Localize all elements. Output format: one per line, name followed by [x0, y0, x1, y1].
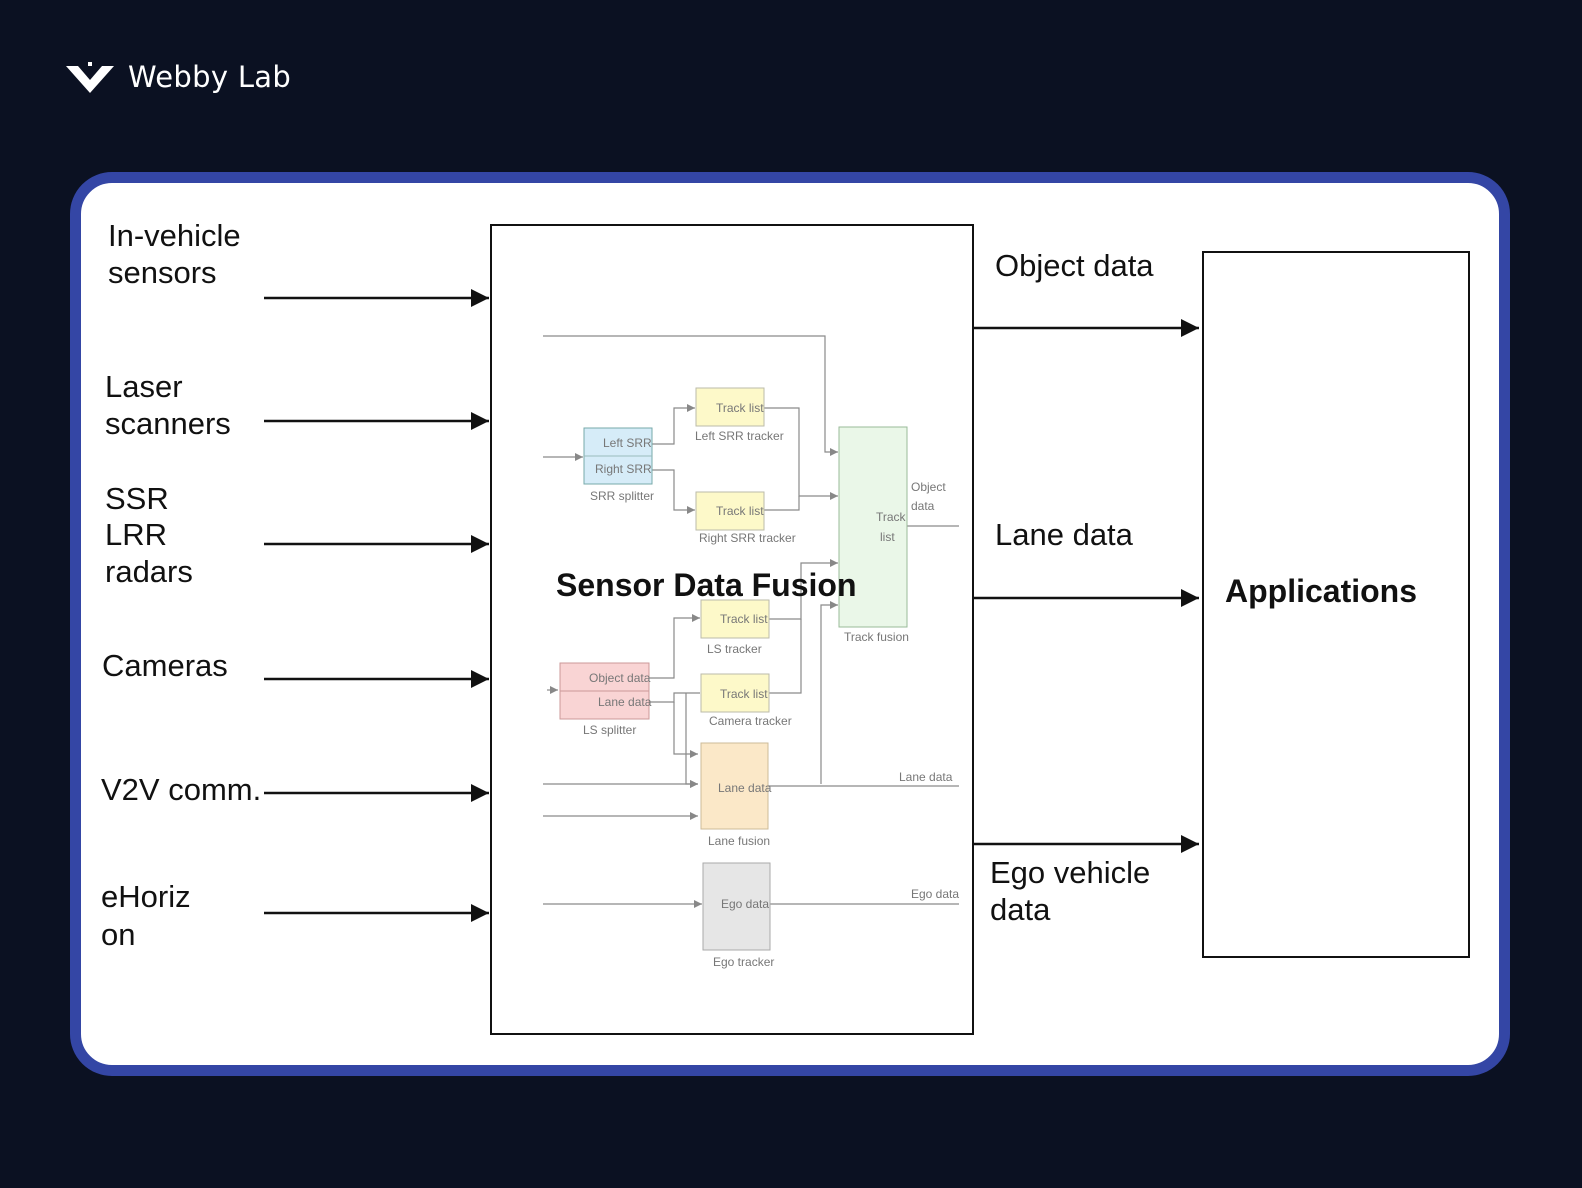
svg-text:Left SRR: Left SRR [603, 436, 652, 450]
svg-text:Right SRR tracker: Right SRR tracker [699, 531, 796, 545]
svg-text:Track list: Track list [720, 612, 768, 626]
output-arrows [974, 319, 1199, 853]
svg-text:LRR: LRR [105, 517, 167, 552]
input-label-laser-scanners: Laser scanners [105, 369, 231, 441]
svg-text:data: data [911, 499, 935, 513]
svg-text:SRR splitter: SRR splitter [590, 489, 654, 503]
svg-text:Lane data: Lane data [995, 517, 1134, 552]
svg-text:Lane data: Lane data [598, 695, 652, 709]
svg-text:Applications: Applications [1225, 573, 1417, 609]
svg-text:Right SRR: Right SRR [595, 462, 652, 476]
input-label-cameras: Cameras [102, 648, 228, 683]
output-label-object-data: Object data [995, 248, 1154, 283]
svg-text:Laser: Laser [105, 369, 183, 404]
svg-text:on: on [101, 917, 135, 952]
svg-text:Track fusion: Track fusion [844, 630, 909, 644]
svg-text:Object data: Object data [995, 248, 1154, 283]
input-label-radars: SSR LRR radars [105, 481, 193, 589]
left-srr-tracker: Track list Left SRR tracker [695, 387, 784, 443]
svg-text:data: data [990, 892, 1051, 927]
input-label-v2v: V2V comm. [101, 772, 261, 807]
svg-text:Ego tracker: Ego tracker [713, 955, 774, 969]
ls-tracker: Track list LS tracker [700, 599, 770, 656]
svg-text:Object: Object [911, 480, 946, 494]
output-label-ego-vehicle-data: Ego vehicle data [990, 855, 1150, 927]
webbylab-logo-icon [66, 62, 114, 93]
applications-box: Applications [1202, 251, 1470, 958]
lane-fusion: Lane data Lane fusion Lane data [700, 742, 953, 848]
svg-text:LS tracker: LS tracker [707, 642, 762, 656]
svg-text:Cameras: Cameras [102, 648, 228, 683]
brand-name: Webby Lab [128, 60, 292, 94]
track-fusion: Track list Track fusion Object data [838, 426, 946, 644]
brand: Webby Lab [64, 60, 291, 94]
srr-splitter: Left SRR Right SRR SRR splitter [583, 427, 654, 503]
camera-tracker: Track list Camera tracker [700, 673, 792, 728]
svg-text:LS splitter: LS splitter [583, 723, 636, 737]
svg-text:sensors: sensors [108, 255, 217, 290]
ego-tracker: Ego data Ego tracker Ego data [702, 862, 959, 969]
svg-text:Lane fusion: Lane fusion [708, 834, 770, 848]
svg-text:Track list: Track list [720, 687, 768, 701]
input-arrows [264, 289, 489, 922]
svg-text:eHoriz: eHoriz [101, 879, 191, 914]
svg-text:In-vehicle: In-vehicle [108, 218, 241, 253]
fusion-title: Sensor Data Fusion [556, 567, 857, 603]
svg-text:Lane data: Lane data [899, 770, 953, 784]
svg-text:Ego vehicle: Ego vehicle [990, 855, 1150, 890]
svg-text:Track: Track [876, 510, 907, 524]
output-label-lane-data: Lane data [995, 517, 1134, 552]
svg-text:Object data: Object data [589, 671, 651, 685]
svg-text:Ego data: Ego data [721, 897, 769, 911]
svg-text:radars: radars [105, 554, 193, 589]
svg-text:scanners: scanners [105, 406, 231, 441]
svg-text:SSR: SSR [105, 481, 169, 516]
ls-splitter: Object data Lane data LS splitter [559, 662, 652, 737]
input-label-ehorizon: eHoriz on [101, 879, 191, 952]
sensor-fusion-diagram: In-vehicle sensors Laser scanners SSR LR… [101, 218, 1470, 1035]
svg-text:Track list: Track list [716, 401, 764, 415]
svg-text:list: list [880, 530, 895, 544]
svg-text:Ego data: Ego data [911, 887, 959, 901]
internal-connectors [543, 335, 959, 908]
svg-text:Left SRR tracker: Left SRR tracker [695, 429, 784, 443]
input-label-in-vehicle-sensors: In-vehicle sensors [108, 218, 241, 290]
svg-text:Camera tracker: Camera tracker [709, 714, 792, 728]
svg-text:Track list: Track list [716, 504, 764, 518]
diagram-card: In-vehicle sensors Laser scanners SSR LR… [70, 172, 1510, 1076]
right-srr-tracker: Track list Right SRR tracker [695, 491, 796, 545]
svg-text:Lane data: Lane data [718, 781, 772, 795]
svg-text:V2V comm.: V2V comm. [101, 772, 261, 807]
